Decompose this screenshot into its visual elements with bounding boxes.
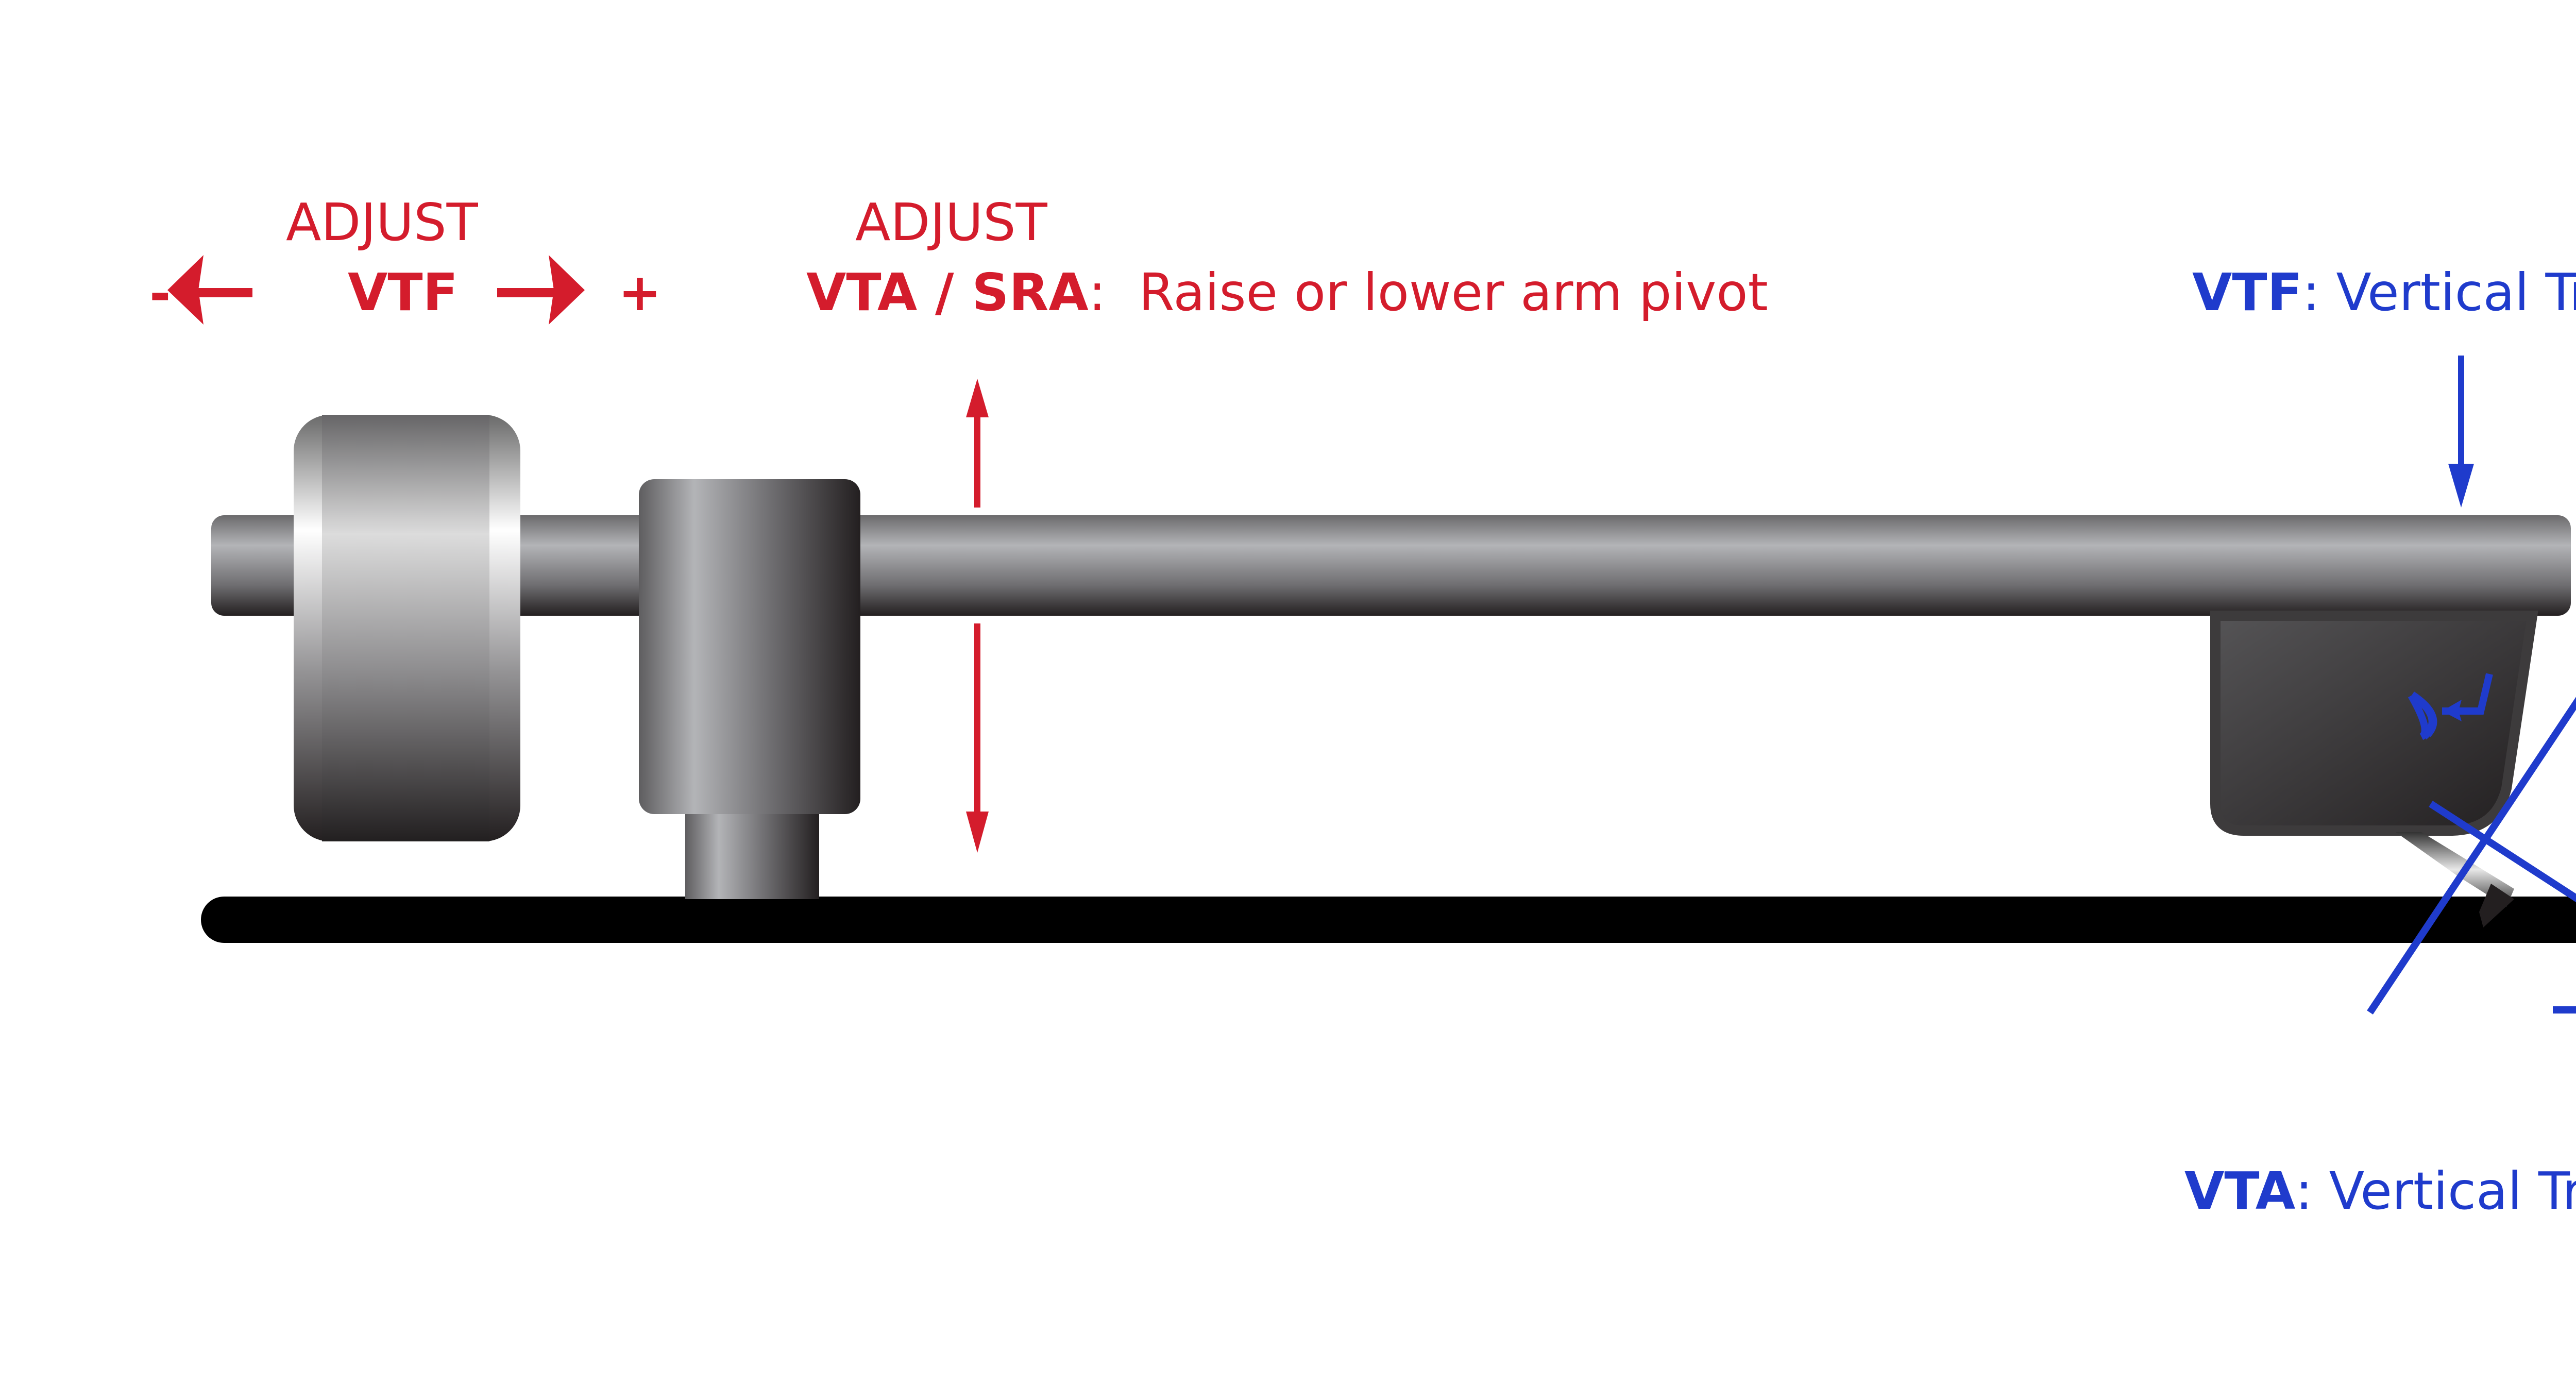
vta-sra-colon: : bbox=[1088, 262, 1106, 323]
vtf-adjust-heading: ADJUST bbox=[286, 192, 478, 252]
vtf-label: VTF: Vertical Tracking Force bbox=[2192, 267, 2576, 318]
raise-lower-arrows bbox=[966, 379, 989, 853]
vtf-adjust-arrows bbox=[167, 255, 585, 325]
vtf-adjust-term: VTF bbox=[348, 262, 458, 323]
vta-adjust-line: VTA / SRA: Raise or lower arm pivot bbox=[806, 267, 1768, 318]
pivot-block bbox=[639, 479, 860, 814]
sra-arc bbox=[2410, 692, 2436, 740]
vta-colon: : bbox=[2295, 1161, 2313, 1221]
headshell-cartridge bbox=[2210, 611, 2538, 836]
vtf-plus-sign: + bbox=[618, 262, 662, 323]
vtf-term: VTF bbox=[2192, 262, 2302, 323]
record-platter bbox=[201, 897, 2576, 943]
vtf-colon: : bbox=[2302, 262, 2320, 323]
vta-sra-term: VTA / SRA bbox=[806, 262, 1089, 323]
sra-pointer-arrowhead bbox=[2442, 700, 2462, 721]
vta-term: VTA bbox=[2184, 1161, 2296, 1221]
tonearm-tube bbox=[211, 515, 2571, 616]
vta-angle-triangle bbox=[2553, 1006, 2576, 1014]
vtf-force-arrow bbox=[2448, 356, 2474, 508]
vtf-minus-sign: - bbox=[149, 263, 171, 324]
vta-sra-description: Raise or lower arm pivot bbox=[1139, 262, 1768, 323]
counterweight bbox=[294, 415, 520, 841]
vta-description: Vertical Tracking Angle bbox=[2329, 1161, 2576, 1221]
vta-label: VTA: Vertical Tracking Angle bbox=[2184, 1166, 2576, 1217]
cantilever-stylus bbox=[2396, 832, 2514, 927]
vtf-description: Vertical Tracking Force bbox=[2336, 262, 2576, 323]
vta-adjust-heading: ADJUST bbox=[855, 192, 1047, 252]
